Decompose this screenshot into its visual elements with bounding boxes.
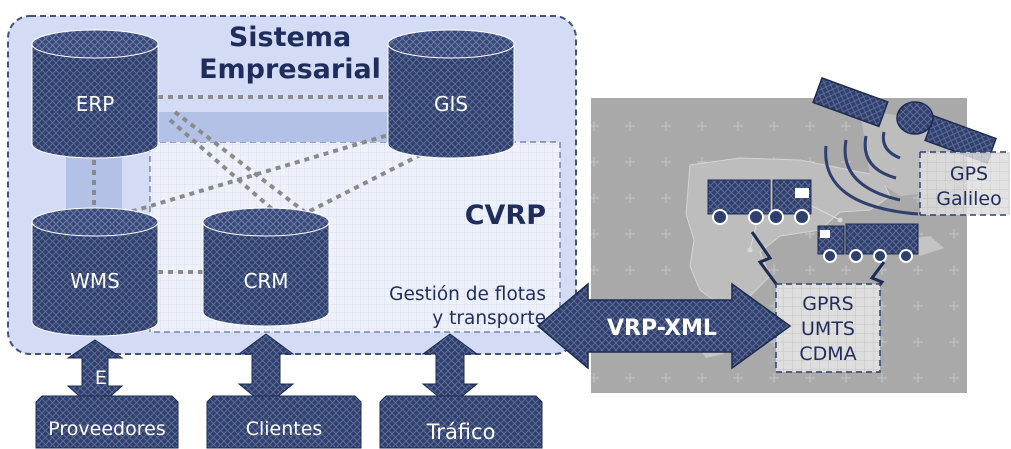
networks-line3: CDMA [799, 343, 856, 365]
truck-icon [707, 179, 812, 225]
suppliers-label: Proveedores [48, 418, 165, 440]
vrp-xml-label: VRP-XML [607, 316, 717, 341]
edi-label: EDI [95, 367, 127, 389]
networks-box: GPRS UMTS CDMA [775, 283, 881, 373]
traffic-label: Tráfico [426, 420, 496, 444]
wms-database: WMS [31, 207, 159, 337]
wms-label: WMS [70, 269, 120, 293]
cvrp-title: CVRP [465, 200, 546, 231]
fleet-label-line2: y transporte [432, 308, 546, 329]
fleet-label-line1: Gestión de flotas [389, 284, 546, 305]
positioning-line1: GPS [950, 163, 988, 185]
positioning-line2: Galileo [936, 188, 1002, 210]
suppliers-box: Proveedores [35, 395, 179, 449]
networks-line1: GPRS [802, 293, 853, 315]
clients-box: Clientes [206, 395, 362, 449]
gis-database: GIS [387, 29, 515, 159]
db-relations [92, 95, 431, 274]
networks-line2: UMTS [801, 318, 855, 340]
crm-label: CRM [243, 269, 288, 293]
enterprise-title-line1: Sistema [229, 22, 351, 53]
positioning-box: GPS Galileo [919, 151, 1010, 216]
crm-database: CRM [202, 207, 330, 327]
gis-label: GIS [434, 92, 468, 116]
traffic-box: Tráfico [379, 395, 543, 449]
enterprise-title-line2: Empresarial [199, 54, 381, 85]
vrp-xml-arrow: VRP-XML [536, 282, 792, 370]
erp-label: ERP [76, 92, 115, 116]
truck-icon [817, 223, 919, 263]
satellite-icon [812, 77, 997, 164]
clients-label: Clientes [246, 418, 323, 440]
erp-database: ERP [31, 29, 159, 159]
signal-waves-icon [824, 131, 919, 216]
